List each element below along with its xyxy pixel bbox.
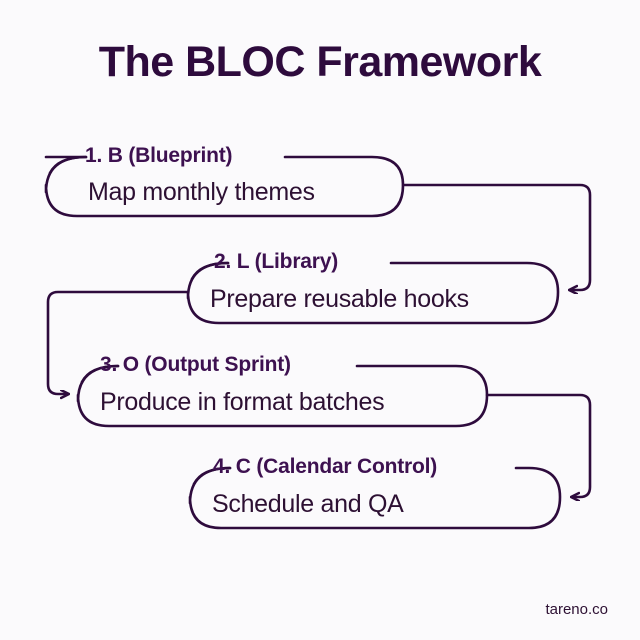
step-box-1[interactable] (44, 155, 405, 218)
step-text-2: Prepare reusable hooks (210, 285, 469, 313)
footer-watermark: tareno.co (545, 601, 608, 618)
page-title: The BLOC Framework (98, 38, 542, 86)
connector-2-to-3 (46, 290, 190, 394)
step-box-2[interactable] (186, 261, 560, 325)
step-text-4: Schedule and QA (212, 490, 404, 518)
step-box-4[interactable] (188, 466, 562, 530)
connector-1-to-2 (401, 183, 592, 290)
step-text-1: Map monthly themes (88, 178, 315, 206)
connector-3-to-4 (485, 393, 592, 497)
step-label-4: 4. C (Calendar Control) (213, 455, 438, 478)
step-box-3[interactable] (76, 364, 489, 428)
step-label-1: 1. B (Blueprint) (85, 144, 233, 167)
step-text-3: Produce in format batches (100, 388, 385, 416)
step-label-2: 2. L (Library) (214, 250, 339, 273)
step-label-3: 3. O (Output Sprint) (100, 353, 291, 376)
